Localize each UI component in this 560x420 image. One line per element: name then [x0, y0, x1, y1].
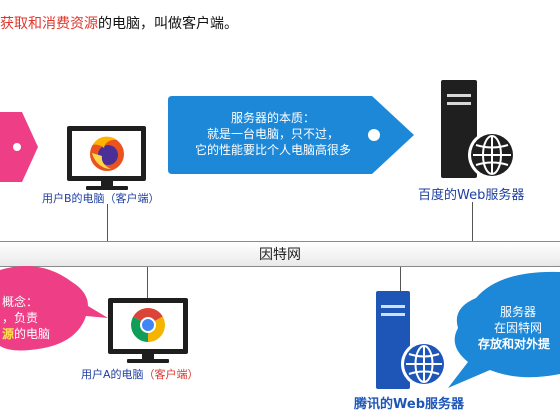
link-user-b	[107, 204, 108, 241]
internet-label: 因特网	[259, 247, 301, 263]
concept-line-1: 概念：	[2, 295, 39, 309]
server-note-line-1: 服务器的本质：	[230, 111, 315, 125]
tag-hole	[13, 143, 21, 151]
header-text: 获取和消费资源的电脑，叫做客户端。	[0, 13, 238, 33]
user-b-monitor	[67, 126, 146, 181]
server-note-line-2: 就是一台电脑，只不过，	[206, 127, 339, 141]
header-highlight: 获取和消费资源	[0, 16, 98, 32]
user-a-monitor	[108, 298, 188, 354]
server-note-text: 服务器的本质： 就是一台电脑，只不过， 它的性能要比个人电脑高很多	[168, 110, 378, 158]
concept-bubble	[0, 266, 108, 351]
user-b-label: 用户B的电脑（客户端）	[42, 192, 160, 205]
user-a-label: 用户A的电脑（客户端）	[81, 368, 199, 381]
server-concept-line-2: 在因特网	[494, 321, 543, 335]
internet-bar	[0, 241, 560, 267]
server-concept-line-3: 存放和对外提	[478, 337, 551, 351]
firefox-icon	[90, 136, 124, 171]
header-rest: 的电脑，叫做客户端。	[98, 16, 238, 32]
concept-line-3: 源的电脑	[2, 327, 51, 341]
link-baidu-server	[472, 202, 473, 241]
server-concept-text: 服务器 在因特网 存放和对外提	[478, 304, 550, 352]
server-note-tag	[168, 96, 414, 174]
globe-icon	[401, 341, 447, 387]
concept-line-2: ，负责	[2, 311, 39, 325]
baidu-server-label: 百度的Web服务器	[418, 188, 525, 203]
globe-icon	[468, 131, 516, 179]
server-concept-line-1: 服务器	[500, 305, 537, 319]
tencent-server-label: 腾讯的Web服务器	[354, 397, 464, 412]
server-note-line-3: 它的性能要比个人电脑高很多	[194, 143, 351, 157]
tag-hole	[368, 129, 380, 141]
link-tencent-server	[400, 265, 401, 291]
link-user-a	[147, 265, 148, 298]
chrome-icon	[131, 308, 165, 342]
pink-tag	[0, 112, 38, 182]
concept-bubble-text: 概念： ，负责 源的电脑	[2, 294, 50, 342]
server-concept-bubble	[448, 271, 560, 388]
